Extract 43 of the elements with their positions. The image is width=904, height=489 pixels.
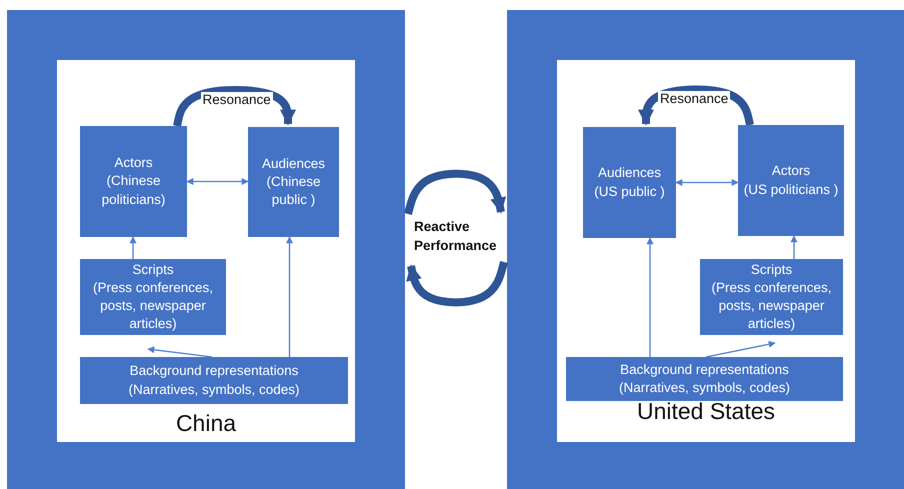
center-label: Reactive Performance: [414, 218, 498, 255]
concept-title: Audiences: [262, 154, 326, 173]
arrow: [790, 235, 798, 259]
country-name: United States: [636, 398, 776, 425]
country-panel: [507, 10, 904, 489]
country-panel: [7, 10, 405, 489]
concept-box: [738, 125, 844, 236]
edge-label: Resonance: [658, 91, 730, 106]
arrow: [675, 179, 739, 186]
concept-box: [80, 259, 226, 335]
concept-detail: (Chinese public ): [265, 172, 322, 210]
concept-detail: (Press conferences, posts, newspaper articles): [710, 278, 833, 334]
concept-box: [80, 357, 348, 404]
concept-box: [700, 259, 843, 335]
concept-box: [583, 127, 676, 238]
concept-box: [566, 357, 843, 401]
arrow: [130, 236, 136, 259]
concept-box: [80, 126, 187, 237]
concept-title: Audiences: [598, 164, 662, 182]
arrow: [646, 237, 654, 357]
concept-detail: (Narratives, symbols, codes): [128, 380, 300, 399]
curved-arrow: [406, 260, 508, 306]
curved-arrow: [404, 170, 506, 216]
arrow: [706, 340, 776, 358]
concept-detail: (Press conferences, posts, newspaper articles): [92, 278, 214, 334]
concept-title: Scripts: [132, 260, 174, 279]
concept-title: Background representations: [130, 362, 298, 380]
curved-arrow: [173, 86, 296, 127]
concept-title: Actors: [772, 162, 810, 180]
concept-title: Scripts: [750, 260, 792, 279]
concept-detail: (US politicians ): [744, 180, 838, 199]
concept-box: [248, 127, 339, 237]
edge-label: Resonance: [200, 92, 273, 107]
arrow: [147, 346, 212, 358]
concept-detail: (US public ): [594, 182, 665, 201]
arrow: [186, 178, 249, 185]
curved-arrow: [638, 86, 754, 126]
concept-detail: (Narratives, symbols, codes): [618, 379, 790, 397]
concept-title: Background representations: [620, 360, 789, 379]
country-name: China: [176, 410, 236, 437]
concept-title: Actors: [114, 154, 153, 172]
concept-detail: (Chinese politicians): [100, 172, 166, 209]
arrow: [286, 236, 293, 357]
